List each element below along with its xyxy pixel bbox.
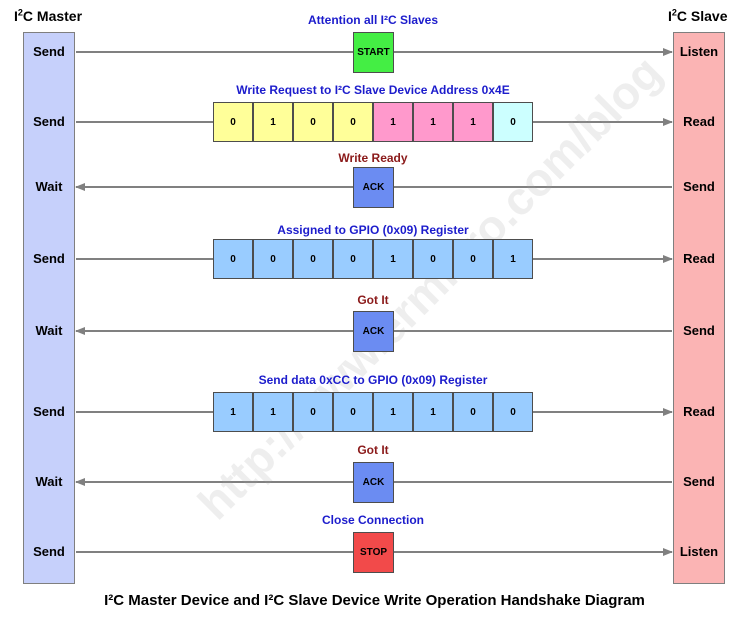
slave-label: Read: [683, 251, 715, 266]
bit-cell: 1: [213, 392, 253, 432]
bit-cell: 0: [213, 102, 253, 142]
bit-cell: 0: [453, 392, 493, 432]
slave-title-suffix: C Slave: [676, 8, 728, 24]
bit-cell: 1: [493, 239, 533, 279]
slave-label: Send: [683, 474, 715, 489]
master-label: Wait: [35, 323, 63, 338]
slave-label: Read: [683, 114, 715, 129]
master-label: Wait: [35, 179, 63, 194]
slave-label: Read: [683, 404, 715, 419]
slave-label: Send: [683, 323, 715, 338]
slave-title-prefix: I: [668, 8, 672, 24]
bit-cell: 1: [413, 392, 453, 432]
bit-cell: 1: [373, 102, 413, 142]
row-caption: Write Request to I²C Slave Device Addres…: [236, 83, 510, 97]
bit-cell: 1: [453, 102, 493, 142]
master-label: Wait: [35, 474, 63, 489]
bit-cell: 1: [253, 392, 293, 432]
row-caption: Close Connection: [321, 513, 424, 527]
ack-box: ACK: [353, 462, 394, 503]
row-caption: Attention all I²C Slaves: [307, 13, 439, 27]
row-caption: Assigned to GPIO (0x09) Register: [277, 223, 469, 237]
slave-title-sup: 2: [671, 7, 677, 18]
master-column: [23, 32, 75, 584]
row-caption: Send data 0xCC to GPIO (0x09) Register: [258, 373, 488, 387]
bit-cell: 0: [213, 239, 253, 279]
bit-cell: 1: [373, 239, 413, 279]
master-label: Send: [33, 44, 65, 59]
master-label: Send: [33, 251, 65, 266]
diagram-footer: I²C Master Device and I²C Slave Device W…: [104, 592, 645, 609]
row-caption: Got It: [357, 293, 389, 307]
start-box: START: [353, 32, 394, 73]
slave-label: Listen: [679, 44, 719, 59]
master-label: Send: [33, 544, 65, 559]
bit-cell: 0: [333, 102, 373, 142]
row-caption: Got It: [357, 443, 389, 457]
bit-cell: 0: [413, 239, 453, 279]
slave-label: Send: [683, 179, 715, 194]
master-title-prefix: I: [14, 8, 18, 24]
bit-cell: 0: [333, 239, 373, 279]
master-title: I2C Master: [14, 8, 82, 24]
bit-cell: 0: [293, 239, 333, 279]
slave-label: Listen: [679, 544, 719, 559]
master-title-suffix: C Master: [22, 8, 83, 24]
bit-cell: 0: [293, 102, 333, 142]
master-title-sup: 2: [17, 7, 23, 18]
bit-cell: 1: [373, 392, 413, 432]
slave-title: I2C Slave: [668, 8, 728, 24]
bit-cell: 0: [493, 102, 533, 142]
bit-cell: 0: [333, 392, 373, 432]
bit-cell: 0: [453, 239, 493, 279]
master-label: Send: [33, 404, 65, 419]
row-caption: Write Ready: [338, 151, 408, 165]
ack-box: ACK: [353, 311, 394, 352]
bit-cell: 0: [293, 392, 333, 432]
bit-cell: 0: [253, 239, 293, 279]
bit-cell: 0: [493, 392, 533, 432]
slave-column: [673, 32, 725, 584]
master-label: Send: [33, 114, 65, 129]
ack-box: ACK: [353, 167, 394, 208]
stop-box: STOP: [353, 532, 394, 573]
bit-cell: 1: [413, 102, 453, 142]
bit-cell: 1: [253, 102, 293, 142]
